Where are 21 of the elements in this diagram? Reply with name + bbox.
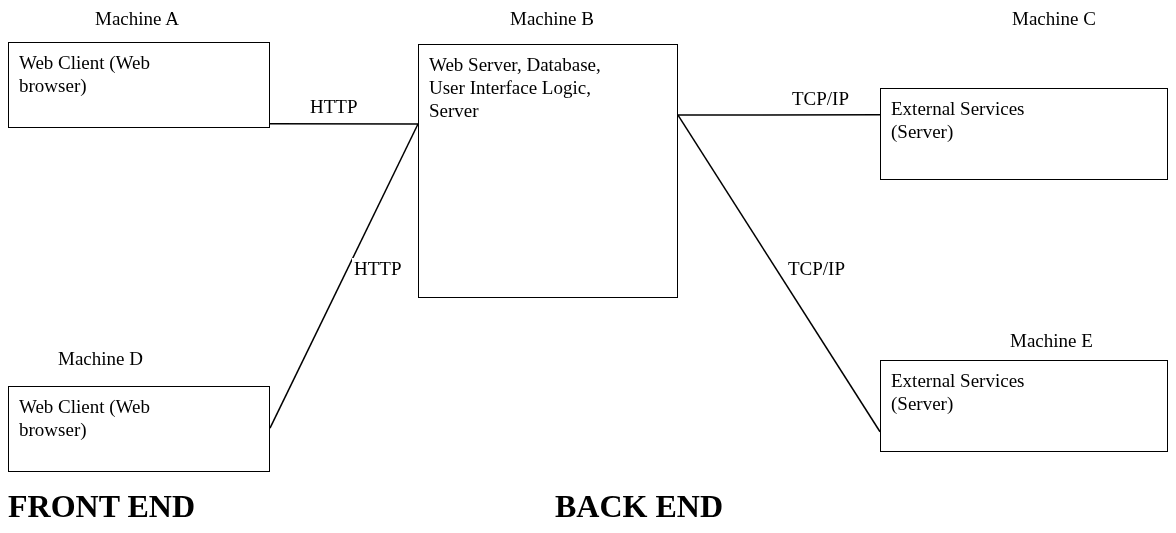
machine-label: Machine C xyxy=(1012,8,1096,30)
machine-box xyxy=(8,386,270,472)
machine-box xyxy=(418,44,678,298)
box-text: External Services (Server) xyxy=(891,369,1026,415)
connector-line xyxy=(677,114,881,433)
machine-box xyxy=(880,88,1168,180)
machine-box xyxy=(880,360,1168,452)
machine-label: Machine E xyxy=(1010,330,1093,352)
connector-line xyxy=(269,122,419,125)
machine-label: Machine B xyxy=(510,8,594,30)
box-text: Web Client (Web browser) xyxy=(19,51,151,97)
section-heading: FRONT END xyxy=(8,488,195,525)
box-text: External Services (Server) xyxy=(891,97,1026,143)
box-text: Web Client (Web browser) xyxy=(19,395,151,441)
machine-box xyxy=(8,42,270,128)
machine-label: Machine D xyxy=(58,348,143,370)
connector-line xyxy=(677,113,881,116)
section-heading: BACK END xyxy=(555,488,723,525)
connector-line xyxy=(269,123,419,429)
machine-label: Machine A xyxy=(95,8,179,30)
box-text: Web Server, Database, User Interface Logic, Server xyxy=(429,53,602,122)
